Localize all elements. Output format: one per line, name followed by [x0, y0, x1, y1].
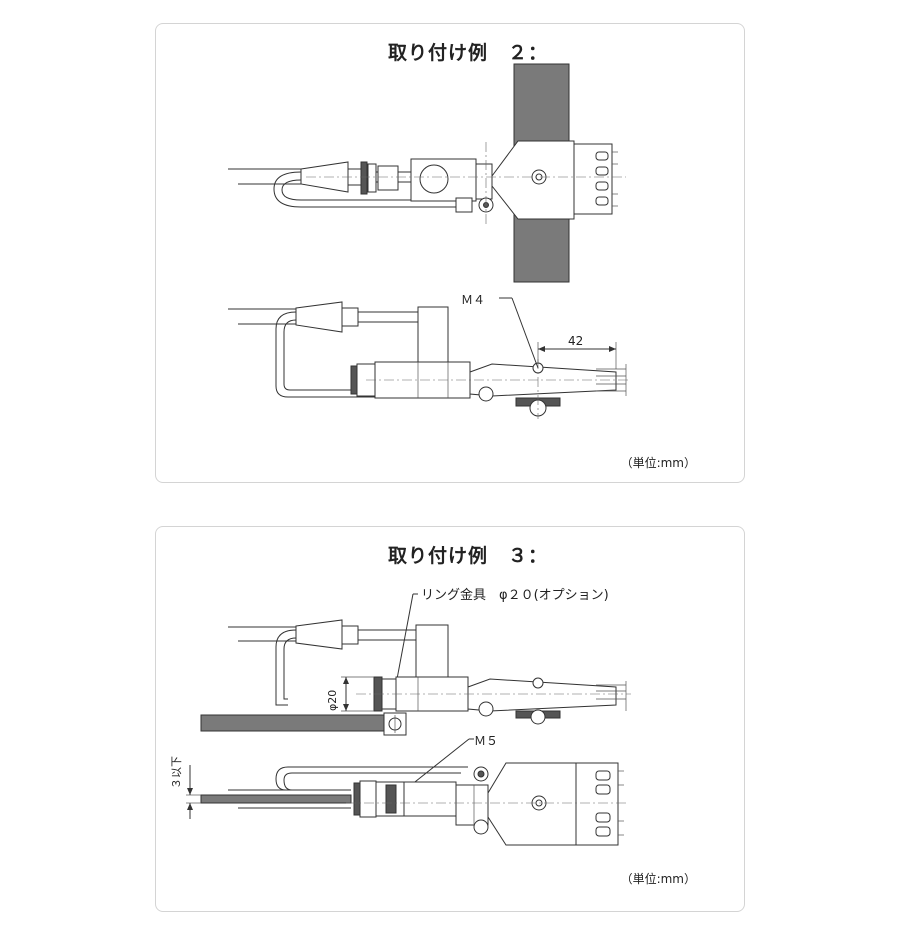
- mounting-plate: [200, 714, 385, 732]
- example-2-title: 取り付け例 ２：: [388, 42, 549, 64]
- label-ring-fitting: リング金具 φ２０(オプション): [421, 587, 609, 603]
- label-3-or-less: ３以下: [170, 756, 183, 789]
- example-2-drawing: Ｍ４ 42: [228, 63, 631, 419]
- example-3-drawing: リング金具 φ２０(オプション) φ20: [170, 587, 631, 846]
- label-m4: Ｍ４: [461, 293, 485, 307]
- thin-plate: [200, 794, 352, 804]
- example-3-panel: 取り付け例 ３： リング金具 φ２０(オプション): [155, 526, 745, 912]
- unit-label: （単位:mm）: [620, 456, 696, 470]
- dimension-42: 42: [568, 334, 583, 348]
- label-phi20: φ20: [326, 690, 339, 711]
- example-2-panel: 取り付け例 ２：: [155, 23, 745, 483]
- cable-boot-side: [295, 301, 343, 333]
- unit-label-3: （単位:mm）: [620, 872, 696, 886]
- example-3-title: 取り付け例 ３：: [388, 545, 549, 567]
- label-m5: Ｍ５: [474, 734, 498, 748]
